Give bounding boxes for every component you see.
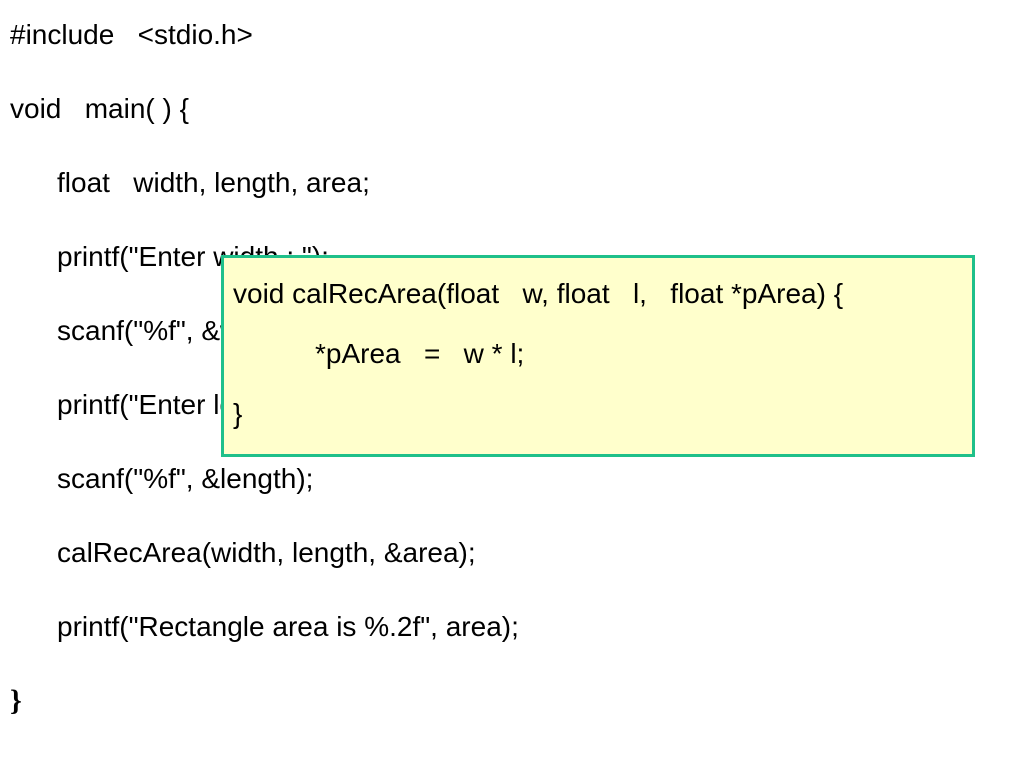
popup-line-body: *pArea = w * l; bbox=[315, 338, 525, 369]
code-line-main-signature: void main( ) { bbox=[10, 93, 189, 124]
popup-line-closing-brace: } bbox=[233, 398, 243, 429]
code-line-scanf-length: scanf("%f", &length); bbox=[57, 463, 314, 494]
code-line-include: #include <stdio.h> bbox=[10, 19, 253, 50]
code-line-declaration: float width, length, area; bbox=[57, 167, 370, 198]
function-definition-popup: void calRecArea(float w, float l, float … bbox=[221, 255, 975, 457]
popup-line-signature: void calRecArea(float w, float l, float … bbox=[233, 278, 844, 309]
code-line-function-call: calRecArea(width, length, &area); bbox=[57, 537, 476, 568]
code-line-printf-area: printf("Rectangle area is %.2f", area); bbox=[57, 611, 519, 642]
code-line-closing-brace: } bbox=[10, 684, 22, 717]
